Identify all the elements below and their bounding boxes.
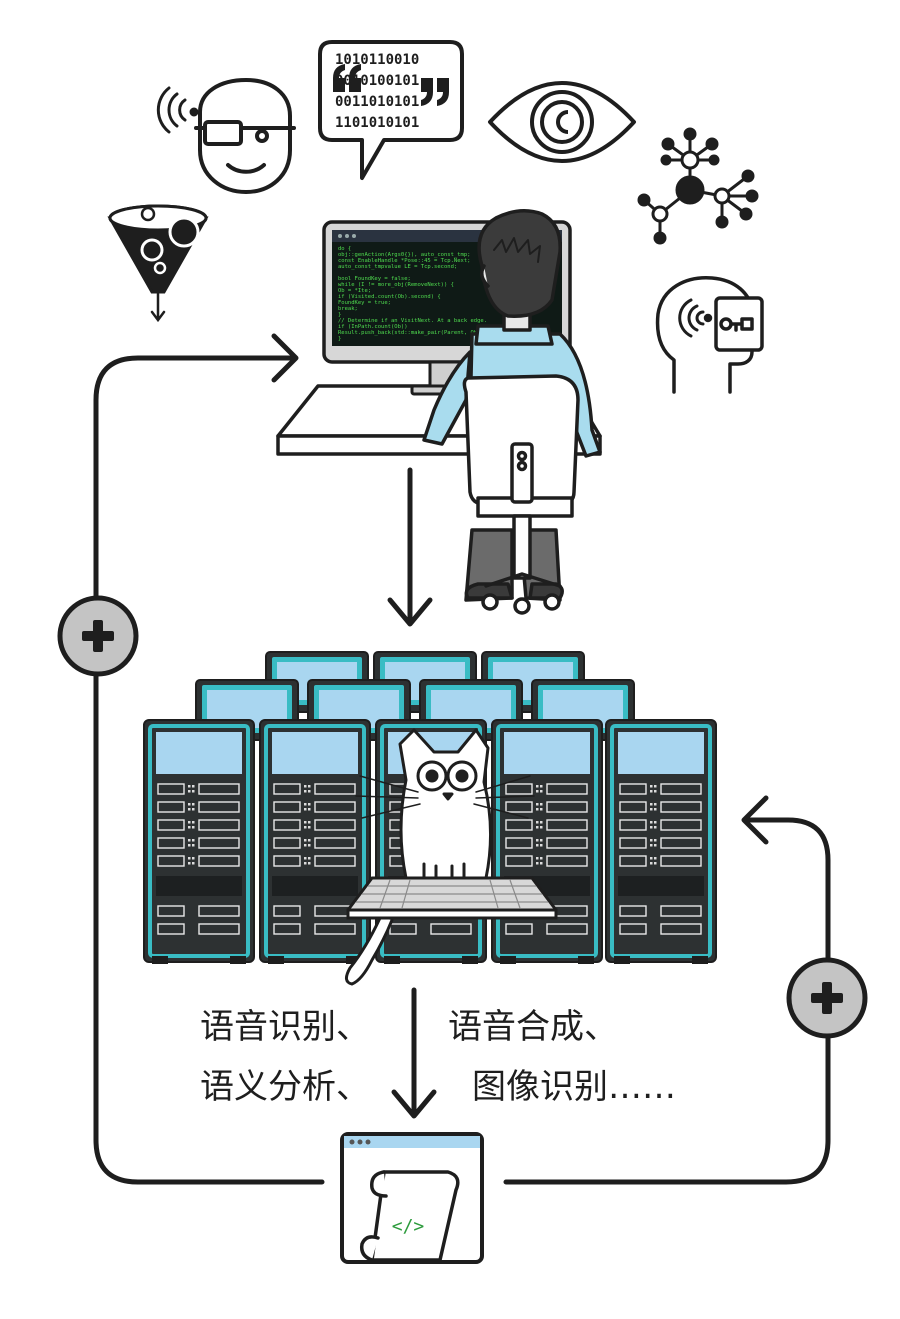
down-arrow-bottom [391,987,437,1119]
binary-line: 0010100101 [335,73,419,89]
code-line: FoundKey = true; [338,300,391,306]
code-line: while (I != more_obj(RemoveNext)) { [338,282,454,288]
add-button-right[interactable] [786,957,868,1039]
add-button-left[interactable] [57,595,139,677]
eye-icon [488,81,636,163]
code-line: if (Visited.count(Ob).second) { [338,294,441,300]
code-line: // Determine if an VisitNext. At a back … [338,318,487,324]
feedback-loop-left [93,333,325,1185]
cat-on-keyboard [345,728,535,986]
code-line: const EnableHandle *Pose::45 = Tcp.Next; [338,258,470,264]
code-line: bool FoundKey = false; [338,276,411,282]
programmer [422,209,602,615]
label-image-recognition: 图像识别…… [472,1067,676,1107]
label-semantic-analysis: 语义分析、 [200,1067,370,1107]
binary-line: 1010110010 [335,52,419,68]
data-funnel-icon [107,204,209,323]
code-line: } [338,336,341,342]
down-arrow-top [387,467,433,627]
label-speech-synthesis: 语音合成、 [448,1007,618,1047]
code-scroll-icon: </> [359,1170,460,1262]
code-line: } [338,312,341,318]
neural-network-icon [637,127,759,245]
speech-bubble-icon: 1010110010 0010100101 0011010101 1101010… [318,40,464,180]
code-line: Ob = *Ite; [338,288,371,294]
code-line: break; [338,306,358,312]
binary-line: 1101010101 [335,115,419,131]
label-speech-recognition: 语音识别、 [200,1007,370,1047]
vr-headset-head-icon [655,276,764,394]
binary-line: 0011010101 [335,94,419,110]
code-line: Result.push_back(std::make_pair(Parent, … [338,330,487,336]
keyboard [346,876,558,920]
code-line: do { [338,246,351,252]
code-line: if (InPath.count(Ob)) [338,324,408,330]
code-line: auto_const_tmpvalue LE = Tcp.second; [338,264,457,270]
code-brackets-label: </> [392,1216,425,1237]
code-line: obj::genAction(Args0{}), auto_const_tmp; [338,252,470,258]
smart-glasses-head-icon [156,78,296,194]
